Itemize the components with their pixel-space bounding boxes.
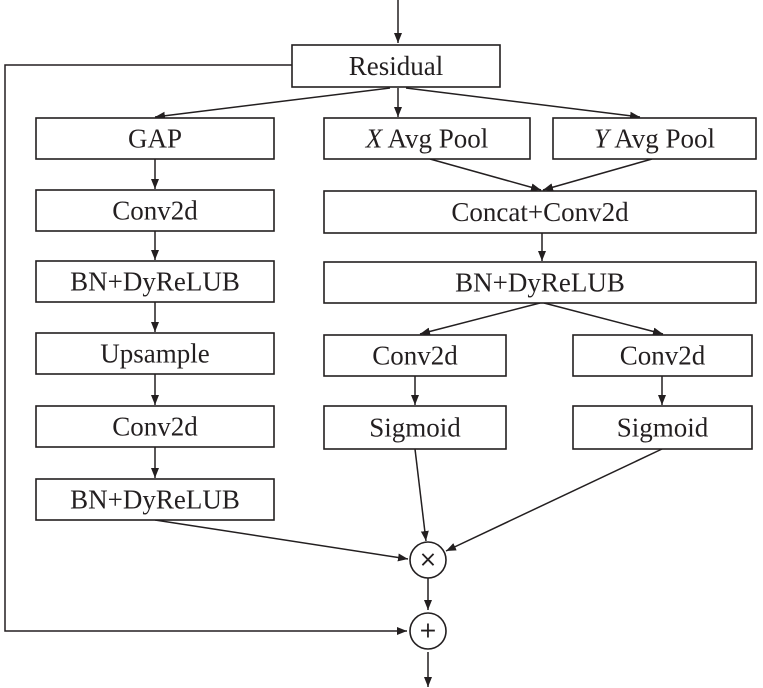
- left-conv2d-label-2: Conv2d: [112, 412, 198, 442]
- conv2d-box-a: Conv2d: [323, 334, 507, 377]
- edge-bn-conv-b: [543, 302, 664, 336]
- sigmoid-box-a: Sigmoid: [323, 405, 507, 450]
- edge-residual-ypool: [405, 87, 641, 120]
- conv2d-label-b: Conv2d: [620, 341, 706, 371]
- conv2d-label-a: Conv2d: [372, 341, 458, 371]
- edge-xpool-concat: [429, 158, 542, 192]
- edge-ypool-concat: [542, 158, 653, 192]
- edge-sigmoid-a-multiply: [414, 448, 429, 542]
- y-avg-pool-label: Y Avg Pool: [594, 124, 715, 154]
- add-symbol: +: [419, 619, 437, 644]
- left-bn-dyrelub-box-1: BN+DyReLUB: [35, 260, 275, 303]
- right-bn-dyrelub-box: BN+DyReLUB: [323, 261, 757, 304]
- edge-sigmoid-b-multiply: [445, 448, 663, 552]
- add-node: +: [409, 612, 447, 650]
- x-avg-pool-label: X Avg Pool: [365, 124, 489, 154]
- edge-skip-connection: [4, 64, 407, 635]
- concat-conv2d-box: Concat+Conv2d: [323, 190, 757, 234]
- gap-box: GAP: [35, 117, 275, 160]
- left-bn-dyrelub-label-2: BN+DyReLUB: [70, 485, 240, 515]
- y-var: Y: [594, 124, 612, 154]
- sigmoid-label-a: Sigmoid: [369, 413, 461, 443]
- gap-label: GAP: [128, 124, 182, 154]
- conv2d-box-b: Conv2d: [572, 334, 753, 377]
- x-var: X: [365, 124, 384, 154]
- left-conv2d-box-2: Conv2d: [35, 405, 275, 448]
- edge-bn-conv-a: [419, 302, 541, 336]
- multiply-symbol: ×: [419, 548, 437, 573]
- edge-bn2-multiply: [154, 519, 409, 562]
- edges: [4, 0, 666, 687]
- upsample-box: Upsample: [35, 332, 275, 375]
- sigmoid-label-b: Sigmoid: [617, 413, 709, 443]
- left-bn-dyrelub-box-2: BN+DyReLUB: [35, 478, 275, 521]
- y-avg-pool-box: Y Avg Pool: [552, 117, 757, 160]
- x-avg-pool-box: X Avg Pool: [323, 117, 531, 160]
- multiply-node: ×: [409, 541, 447, 579]
- y-avg-pool-rest: Avg Pool: [609, 124, 715, 154]
- residual-label: Residual: [349, 51, 444, 81]
- left-conv2d-box-1: Conv2d: [35, 189, 275, 232]
- sigmoid-box-b: Sigmoid: [572, 405, 753, 450]
- residual-box: Residual: [291, 44, 501, 88]
- left-bn-dyrelub-label-1: BN+DyReLUB: [70, 267, 240, 297]
- left-conv2d-label-1: Conv2d: [112, 196, 198, 226]
- concat-conv2d-label: Concat+Conv2d: [451, 197, 629, 227]
- x-avg-pool-rest: Avg Pool: [382, 124, 488, 154]
- right-bn-dyrelub-label: BN+DyReLUB: [455, 268, 625, 298]
- edge-residual-gap: [154, 87, 391, 120]
- upsample-label: Upsample: [100, 339, 209, 369]
